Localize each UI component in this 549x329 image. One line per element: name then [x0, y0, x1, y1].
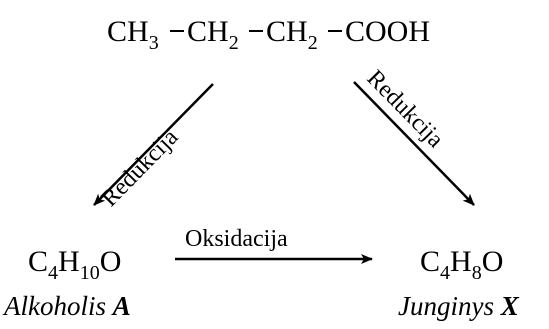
left-product-formula: C4H10O	[28, 245, 121, 284]
butanoic-acid-formula: CH3 CH2 CH2 COOH	[107, 15, 430, 54]
group-ch2-b: CH2	[266, 15, 318, 54]
right-product-formula: C4H8O	[420, 245, 503, 284]
right-arrow-label: Redukcija	[362, 65, 449, 153]
left-arrow-label: Redukcija	[97, 124, 184, 212]
right-product-name: Junginys X	[398, 291, 520, 321]
left-product-name: Alkoholis A	[2, 291, 131, 321]
group-cooh: COOH	[345, 15, 430, 48]
left-reduction-arrow	[93, 83, 214, 206]
right-reduction-arrow	[353, 81, 475, 206]
group-ch2-a: CH2	[187, 15, 239, 54]
oxidation-label: Oksidacija	[185, 226, 288, 252]
group-ch3: CH3	[107, 15, 159, 54]
